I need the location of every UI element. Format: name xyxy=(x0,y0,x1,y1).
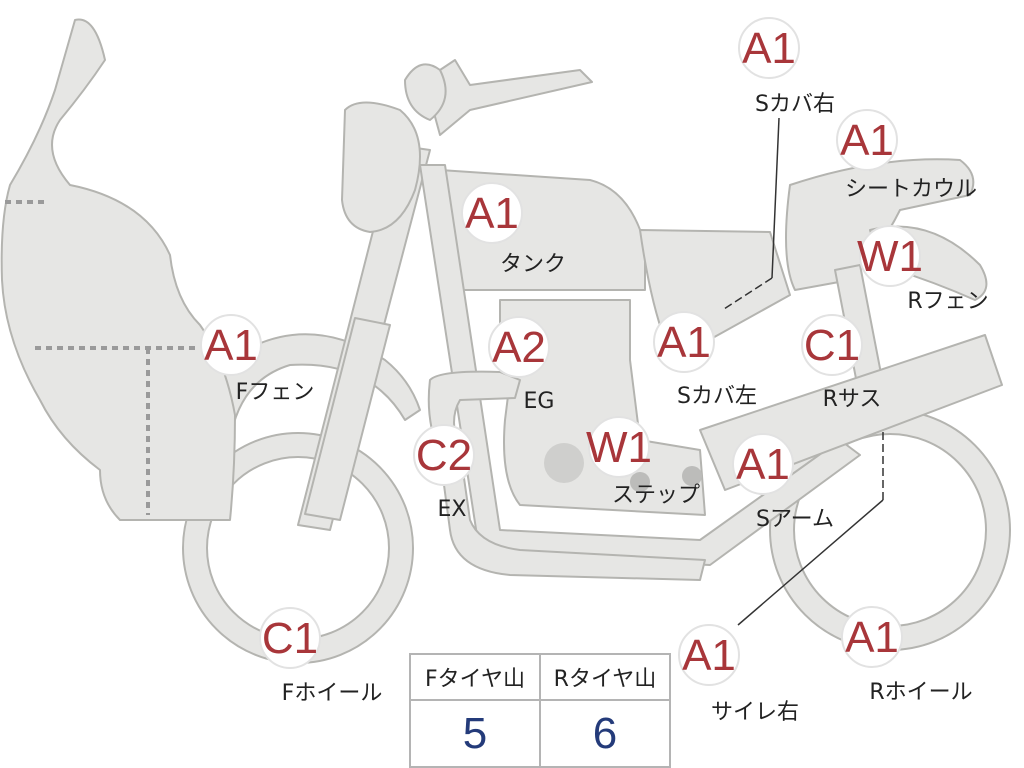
marker-label: Sカバ右 xyxy=(755,92,835,117)
marker-grade: W1 xyxy=(857,232,923,281)
step-peg xyxy=(630,472,650,492)
tire-tread-table: Fタイヤ山 Rタイヤ山 5 6 xyxy=(409,653,671,768)
marker-grade: A1 xyxy=(465,189,519,238)
fairing-shape xyxy=(0,18,236,521)
marker-grade: C2 xyxy=(416,431,472,480)
marker-circle xyxy=(488,316,550,378)
marker-grade: A1 xyxy=(845,613,899,662)
marker-seat-cowl: A1 シートカウル xyxy=(836,109,977,202)
front-tread-header: Fタイヤ山 xyxy=(409,653,541,701)
marker-label: タンク xyxy=(500,252,566,277)
marker-circle xyxy=(461,182,523,244)
marker-label: シートカウル xyxy=(845,177,977,202)
marker-label: Rフェン xyxy=(907,289,988,314)
marker-silencer-right: A1 サイレ右 xyxy=(678,624,799,725)
marker-label: Rサス xyxy=(823,387,882,412)
marker-label: Sカバ左 xyxy=(677,384,757,409)
marker-label: EG xyxy=(524,389,555,414)
marker-label: EX xyxy=(438,497,467,522)
rear-tread-header: Rタイヤ山 xyxy=(539,653,671,701)
marker-step: W1 ステップ xyxy=(586,416,700,508)
marker-circle xyxy=(653,311,715,373)
marker-circle xyxy=(836,109,898,171)
marker-circle xyxy=(801,314,863,376)
marker-circle xyxy=(859,225,921,287)
fork-tube-shape xyxy=(304,317,391,521)
engine-cover xyxy=(544,443,584,483)
marker-grade: A1 xyxy=(204,321,258,370)
marker-circle xyxy=(841,606,903,668)
marker-circle xyxy=(413,424,475,486)
marker-label: サイレ右 xyxy=(711,700,799,725)
step-peg-2 xyxy=(682,466,702,486)
marker-label: ステップ xyxy=(612,483,700,508)
marker-circle xyxy=(588,416,650,478)
marker-grade: A1 xyxy=(657,318,711,367)
marker-tank: A1 タンク xyxy=(461,182,566,277)
marker-label: Rホイール xyxy=(869,680,972,705)
handlebar-shape xyxy=(424,59,593,136)
marker-circle xyxy=(200,314,262,376)
marker-label: Sアーム xyxy=(756,507,834,532)
marker-label: Fフェン xyxy=(236,380,315,405)
marker-grade: A1 xyxy=(682,631,736,680)
marker-grade: A2 xyxy=(492,323,546,372)
marker-grade: C1 xyxy=(262,614,318,663)
marker-grade: A1 xyxy=(742,24,796,73)
rear-tread-value: 6 xyxy=(539,699,671,768)
marker-circle xyxy=(678,624,740,686)
marker-grade: A1 xyxy=(736,440,790,489)
leader-lines xyxy=(723,117,884,626)
marker-grade: C1 xyxy=(804,321,860,370)
marker-grade: W1 xyxy=(586,423,652,472)
headlight-shape xyxy=(341,101,421,233)
fairing-dotted-lines xyxy=(5,200,200,515)
marker-circle xyxy=(732,433,794,495)
mirror-shape xyxy=(404,63,447,121)
marker-label: Fホイール xyxy=(282,681,383,706)
marker-circle xyxy=(259,607,321,669)
marker-circle xyxy=(738,17,800,79)
front-tread-value: 5 xyxy=(409,699,541,768)
marker-grade: A1 xyxy=(840,116,894,165)
